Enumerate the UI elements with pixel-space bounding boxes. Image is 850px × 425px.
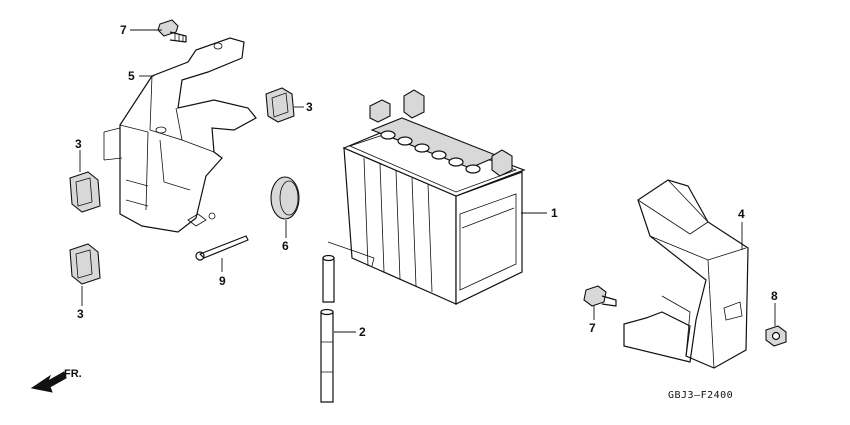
drawing-code: GBJ3—F2400 bbox=[668, 390, 733, 401]
battery-cover bbox=[623, 179, 749, 369]
callout-rubber-disc: 6 bbox=[282, 239, 289, 253]
callout-cushion-left-upper: 3 bbox=[75, 137, 82, 151]
cushion-top bbox=[265, 87, 295, 123]
battery-holder bbox=[103, 37, 257, 233]
front-direction-arrow: FR. bbox=[30, 368, 82, 393]
callout-nut: 8 bbox=[771, 289, 778, 303]
callout-battery-holder: 5 bbox=[128, 69, 135, 83]
callout-cotter-pin: 9 bbox=[219, 274, 226, 288]
cotter-pin bbox=[195, 235, 249, 261]
nut bbox=[765, 325, 787, 347]
rubber-disc bbox=[270, 176, 300, 220]
breather-tube bbox=[320, 241, 375, 403]
leader-lines bbox=[79, 29, 776, 333]
callout-battery: 1 bbox=[551, 206, 558, 220]
callout-breather-tube: 2 bbox=[359, 325, 366, 339]
bolt-top bbox=[157, 19, 187, 43]
cushion-left-upper bbox=[69, 171, 101, 213]
callout-bolt-top: 7 bbox=[120, 23, 127, 37]
callout-cushion-top: 3 bbox=[306, 100, 313, 114]
callout-bolt-right: 7 bbox=[589, 321, 596, 335]
callout-cushion-left-lower: 3 bbox=[77, 307, 84, 321]
bolt-right bbox=[583, 285, 617, 307]
callout-labels: 7 5 3 3 3 6 9 1 2 4 8 7 bbox=[75, 23, 778, 339]
battery bbox=[342, 89, 526, 305]
callout-battery-cover: 4 bbox=[738, 207, 745, 221]
cushion-left-lower bbox=[69, 243, 101, 285]
direction-label: FR. bbox=[64, 368, 82, 380]
